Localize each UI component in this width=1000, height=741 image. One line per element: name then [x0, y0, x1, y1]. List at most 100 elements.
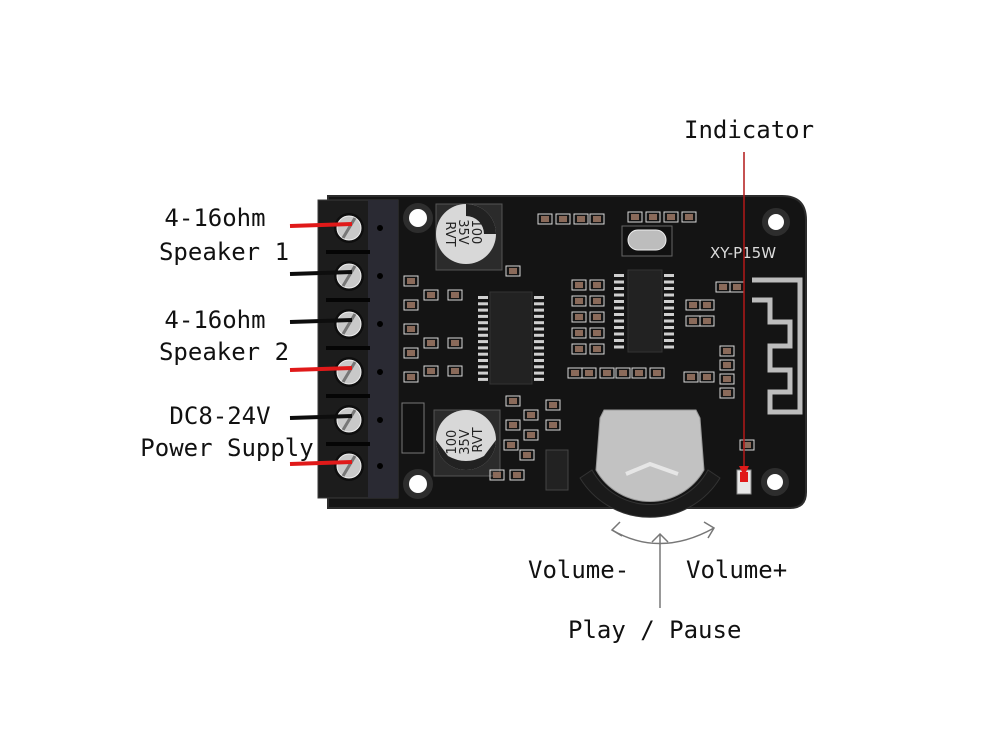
ic-pin	[614, 306, 624, 310]
ic-pin	[478, 314, 488, 318]
smd-component	[739, 439, 755, 451]
smd-component	[537, 213, 553, 225]
speaker1-ohm-label: 4-16ohm	[164, 204, 266, 232]
terminal-screw-power-negative[interactable]	[334, 405, 383, 435]
smd-component	[571, 295, 587, 307]
ic-pin	[664, 326, 674, 329]
ic-pin	[534, 333, 544, 337]
mounting-hole-top-left	[403, 203, 433, 233]
smd-component	[589, 295, 605, 307]
wire-speaker2-negative	[289, 318, 353, 324]
smd-component	[509, 469, 525, 481]
terminal-screw-speaker2-negative[interactable]	[334, 309, 383, 339]
smd-component	[683, 371, 699, 383]
smd-component	[423, 337, 439, 349]
smd-component	[545, 399, 561, 411]
smd-component	[489, 469, 505, 481]
smd-component	[719, 373, 735, 385]
ic-pin	[614, 326, 624, 329]
wire-speaker1-positive	[289, 222, 353, 228]
capacitor-top-text: 100 35V RVT	[442, 219, 483, 249]
ic-pin	[614, 319, 624, 323]
ic-pin	[534, 346, 544, 350]
speaker1-name-label: Speaker 1	[158, 238, 290, 266]
ic-pin	[534, 321, 544, 325]
smd-component	[589, 279, 605, 291]
crystal-oscillator	[621, 225, 673, 257]
ic-pin	[614, 293, 624, 297]
ic-pin	[478, 333, 488, 337]
indicator-arrowhead	[739, 466, 749, 476]
ic-pin	[478, 302, 488, 306]
ic-pin	[614, 274, 624, 277]
smd-component	[699, 371, 715, 383]
smd-component	[523, 409, 539, 421]
ic-pin	[534, 371, 544, 375]
ic-pin	[664, 287, 674, 290]
ic-pin	[478, 340, 488, 344]
smd-component	[403, 275, 419, 287]
smd-component	[589, 327, 605, 339]
ic-pin	[478, 321, 488, 325]
ic-pin	[478, 327, 488, 331]
ic-pin	[478, 377, 488, 381]
smd-component	[555, 213, 571, 225]
wire-power-negative	[289, 414, 353, 420]
ic-pin	[478, 352, 488, 356]
ic-pin	[534, 327, 544, 331]
play-pause-arrow	[651, 532, 669, 608]
terminal-screw-speaker1-negative[interactable]	[334, 261, 383, 291]
ic-pin	[478, 346, 488, 350]
ic-pin	[614, 287, 624, 290]
volume-arc-arrow	[610, 521, 716, 545]
smd-component	[645, 211, 661, 223]
ic-pin	[534, 308, 544, 312]
smd-component	[523, 429, 539, 441]
ic-pin	[478, 296, 488, 299]
smd-component	[505, 395, 521, 407]
smd-component	[719, 387, 735, 399]
terminal-screw-speaker2-positive[interactable]	[334, 357, 383, 387]
ic-pin	[664, 339, 674, 342]
smd-component	[403, 299, 419, 311]
terminal-block	[317, 199, 399, 499]
ic-pin	[534, 359, 544, 362]
ic-pin	[664, 332, 674, 336]
mounting-hole-bottom-left	[403, 469, 433, 499]
smd-component	[571, 343, 587, 355]
cap-bottom-value: 100	[445, 430, 460, 455]
play-pause-label: Play / Pause	[568, 616, 742, 644]
ic-pin	[534, 365, 544, 369]
smd-component	[505, 419, 521, 431]
smd-component	[571, 311, 587, 323]
capacitor-top: 100 35V RVT	[435, 203, 503, 271]
smd-component	[503, 439, 519, 451]
smd-component	[615, 367, 631, 379]
ic-pin	[534, 352, 544, 356]
terminal-screw-power-positive[interactable]	[334, 451, 383, 481]
ic-pin	[478, 371, 488, 375]
smd-component	[571, 327, 587, 339]
power-voltage-label: DC8-24V	[169, 402, 271, 430]
smd-component	[699, 315, 715, 327]
smd-component	[719, 345, 735, 357]
cap-top-series: RVT	[442, 221, 457, 246]
amplifier-ic	[478, 291, 544, 385]
smd-component	[505, 265, 521, 277]
smd-component	[631, 367, 647, 379]
ic-pin	[614, 280, 624, 284]
ic-pin	[478, 359, 488, 362]
model-marking: XY-P15W	[710, 244, 776, 262]
smd-component	[423, 289, 439, 301]
smd-component	[403, 323, 419, 335]
smd-component	[589, 343, 605, 355]
cap-bottom-series: RVT	[471, 427, 486, 452]
smd-component	[423, 365, 439, 377]
wire-power-positive	[289, 460, 353, 466]
rotary-encoder-knob[interactable]	[579, 409, 721, 518]
terminal-screw-speaker1-positive[interactable]	[334, 213, 383, 243]
ic-pin	[614, 300, 624, 303]
ic-pin	[614, 345, 624, 349]
speaker2-name-label: Speaker 2	[158, 338, 290, 366]
